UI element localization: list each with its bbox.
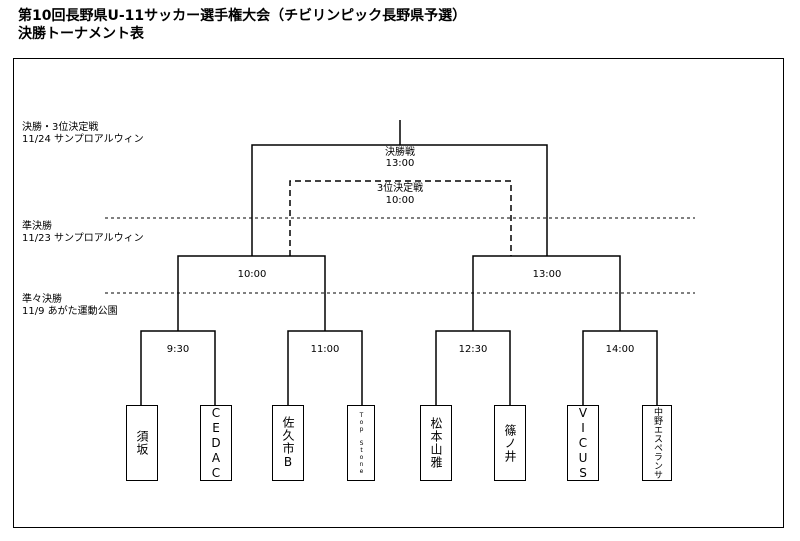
semi-right-bracket — [472, 255, 621, 331]
team-box: 佐久市B — [272, 405, 304, 481]
third-place-match-time: 10:00 — [385, 195, 415, 206]
third-place-bracket — [289, 180, 512, 256]
team-box: Top Stone — [347, 405, 375, 481]
stage-final-name: 決勝・3位決定戦 — [22, 122, 99, 133]
stage-semi-name: 準決勝 — [22, 221, 52, 232]
team-name: Top Stone — [358, 411, 365, 475]
qf2-bracket — [287, 330, 363, 405]
stage-semi-detail: 11/23 サンプロアルウィン — [22, 233, 144, 244]
page-subtitle: 決勝トーナメント表 — [18, 26, 144, 42]
stage-final-detail: 11/24 サンプロアルウィン — [22, 134, 144, 145]
stage-quarter-name: 準々決勝 — [22, 294, 62, 305]
team-box: 松本山雅 — [420, 405, 452, 481]
final-match-name: 決勝戦 — [385, 147, 415, 158]
team-box: VICUS — [567, 405, 599, 481]
final-match-time: 13:00 — [385, 158, 415, 169]
team-name: 松本山雅 — [429, 417, 443, 469]
qf4-bracket — [582, 330, 658, 405]
qf3-time: 12:30 — [458, 344, 488, 355]
team-box: 須坂 — [126, 405, 158, 481]
team-box: 中野エスペランサ — [642, 405, 672, 481]
stage-quarter-detail: 11/9 あがた運動公園 — [22, 306, 118, 317]
team-box: CEDAC — [200, 405, 232, 481]
qf2-time: 11:00 — [310, 344, 340, 355]
semi-left-bracket — [177, 255, 326, 331]
team-name: 須坂 — [135, 430, 149, 456]
team-name: VICUS — [576, 405, 590, 481]
qf4-time: 14:00 — [605, 344, 635, 355]
semi-right-time: 13:00 — [532, 269, 562, 280]
qf3-bracket — [435, 330, 511, 405]
qf1-bracket — [140, 330, 216, 405]
final-bracket — [251, 144, 548, 256]
team-name: 中野エスペランサ — [652, 407, 662, 479]
team-name: 篠ノ井 — [503, 423, 517, 463]
team-box: 篠ノ井 — [494, 405, 526, 481]
bracket-frame — [13, 58, 784, 528]
team-name: 佐久市B — [281, 416, 295, 470]
qf1-time: 9:30 — [166, 344, 190, 355]
page-title: 第10回長野県U-11サッカー選手権大会（チビリンピック長野県予選） — [18, 8, 467, 24]
third-place-match-name: 3位決定戦 — [376, 183, 424, 194]
team-name: CEDAC — [209, 405, 223, 481]
semi-left-time: 10:00 — [237, 269, 267, 280]
